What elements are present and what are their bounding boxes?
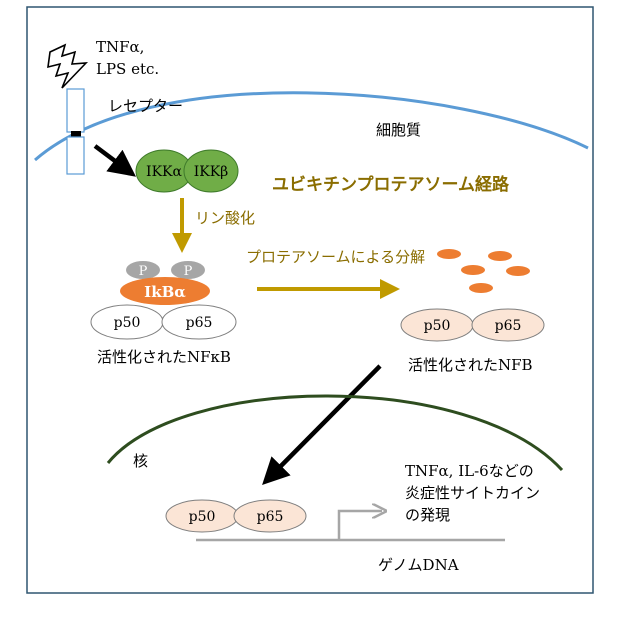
p65-left-label: p65: [186, 315, 213, 331]
degraded-fragments: [437, 249, 530, 293]
transcription-start-arrow: [337, 511, 382, 540]
expression-line2: 炎症性サイトカイン: [405, 484, 540, 502]
nucleus-label: 核: [133, 452, 148, 470]
phospho-1: [126, 261, 160, 279]
stimulus-line1: TNFα,: [96, 38, 144, 56]
ikb-complex: P P IkBα: [120, 261, 210, 305]
p65-right: [471, 308, 545, 342]
pathway-label: ユビキチンプロテアソーム経路: [272, 174, 510, 195]
cytoplasm-label: 細胞質: [376, 121, 421, 139]
receptor-to-ikk-arrow: [93, 144, 136, 177]
p65-left: [161, 304, 237, 340]
diagram-frame: [26, 6, 594, 594]
ikk-beta: [183, 149, 239, 193]
lightning-icon: [47, 43, 89, 89]
receptor-label: レセプター: [108, 97, 183, 115]
phospho-2: [171, 261, 205, 279]
nfkb-left: p50 p65: [90, 304, 237, 340]
receptor: [66, 88, 85, 175]
expression-line1: TNFα, IL-6などの: [405, 462, 534, 480]
activated-nfkb-left-label: 活性化されたNFκB: [97, 348, 231, 366]
phosphorylation-label: リン酸化: [195, 209, 255, 227]
genome-label: ゲノムDNA: [378, 556, 459, 574]
degradation-label: プロテアソームによる分解: [246, 248, 425, 266]
expression-line3: の発現: [405, 506, 450, 524]
ikk-complex: IKKα IKKβ: [135, 149, 239, 193]
activated-nfkb-right-label: 活性化されたNFB: [408, 356, 533, 374]
stimulus-line2: LPS etc.: [96, 60, 159, 78]
phospho-1-label: P: [139, 264, 148, 279]
ikk-alpha-label: IKKα: [146, 164, 182, 180]
p50-right-label: p50: [424, 318, 451, 334]
phospho-2-label: P: [184, 264, 193, 279]
nfkb-right: p50 p65: [400, 308, 545, 342]
nuclear-translocation-arrow: [262, 364, 382, 485]
p65-right-label: p65: [495, 318, 522, 334]
p65-nuclear: [233, 499, 307, 533]
ikb-alpha: [120, 277, 210, 305]
p65-nuclear-label: p65: [257, 509, 284, 525]
ikb-alpha-label: IkBα: [144, 283, 186, 301]
p50-left-label: p50: [114, 315, 141, 331]
nfkb-nuclear: p50 p65: [165, 499, 307, 533]
cell-membrane: [34, 91, 589, 162]
ikk-beta-label: IKKβ: [194, 164, 229, 180]
nuclear-membrane: [106, 394, 564, 472]
p50-nuclear-label: p50: [189, 509, 216, 525]
